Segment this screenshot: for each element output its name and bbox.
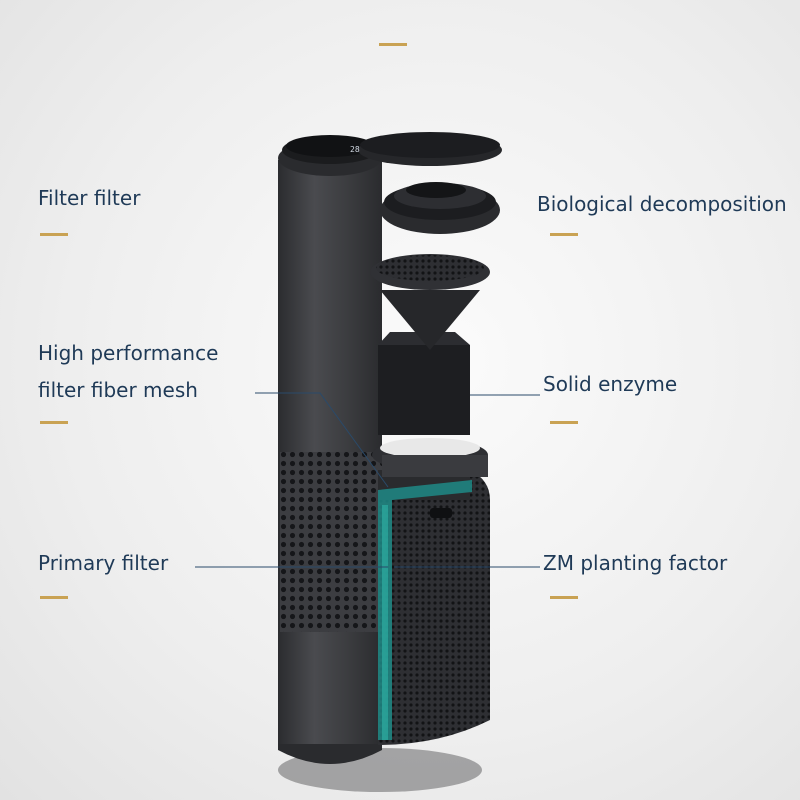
label-high-performance-line2: filter fiber mesh <box>38 378 198 402</box>
label-biological-decomposition: Biological decomposition <box>537 192 787 216</box>
label-filter-filter: Filter filter <box>38 186 141 210</box>
accent-dash-filter-filter <box>40 233 68 236</box>
accent-dash-biological <box>550 233 578 236</box>
label-zm-planting-factor: ZM planting factor <box>543 551 728 575</box>
slot-icon <box>430 508 452 518</box>
accent-dash-solid-enzyme <box>550 421 578 424</box>
purifier-cutaway <box>358 132 502 745</box>
display-digits: 28 <box>350 145 360 154</box>
left-mesh-grille <box>280 452 382 632</box>
top-accent-dash <box>379 43 407 46</box>
leader-lines <box>195 392 540 568</box>
leader-high-performance <box>255 392 389 488</box>
purifier-body <box>278 135 482 792</box>
accent-dash-primary-filter <box>40 596 68 599</box>
accent-dash-zm-planting <box>550 596 578 599</box>
accent-dash-high-performance <box>40 421 68 424</box>
label-solid-enzyme: Solid enzyme <box>543 372 678 396</box>
label-high-performance-line1: High performance <box>38 341 219 365</box>
label-primary-filter: Primary filter <box>38 551 169 575</box>
